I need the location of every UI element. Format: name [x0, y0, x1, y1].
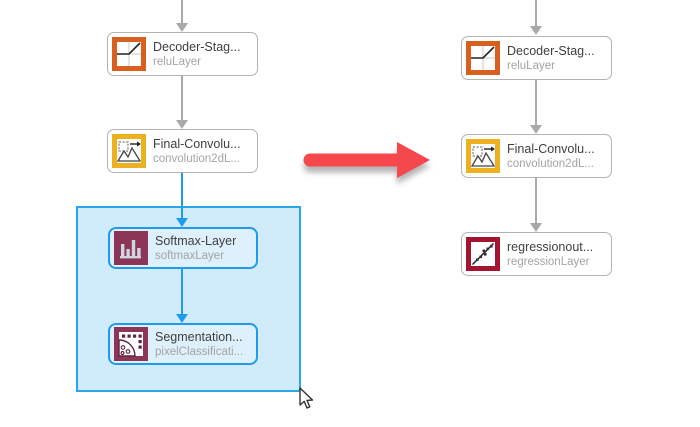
edge-into-decoder-right[interactable]	[535, 0, 537, 27]
layer-node-decoder-relu-right[interactable]: Decoder-Stag... reluLayer	[461, 36, 612, 80]
arrowhead-icon	[176, 218, 188, 227]
layer-node-decoder-relu-left[interactable]: Decoder-Stag... reluLayer	[107, 32, 258, 76]
layer-type: convolution2dL...	[507, 157, 594, 170]
edge-decoder-to-conv-left[interactable]	[181, 76, 183, 121]
arrowhead-icon	[530, 223, 542, 232]
layer-type: softmaxLayer	[155, 249, 225, 262]
mouse-cursor-icon	[295, 385, 315, 416]
layer-node-segmentation[interactable]: Segmentation... pixelClassificati...	[108, 323, 258, 365]
layer-title: Decoder-Stag...	[153, 39, 241, 54]
layer-title: regressionout...	[507, 239, 594, 254]
layer-title: Decoder-Stag...	[507, 43, 595, 58]
arrowhead-icon	[176, 314, 188, 323]
layer-node-softmax[interactable]: Softmax-Layer softmaxLayer	[108, 227, 258, 269]
edge-into-decoder-left[interactable]	[181, 0, 183, 24]
arrowhead-icon	[530, 125, 542, 134]
layer-node-final-convolution-right[interactable]: Final-Convolu... convolution2dL...	[461, 134, 612, 178]
layer-title: Final-Convolu...	[507, 141, 595, 156]
relu-icon	[112, 37, 146, 71]
layer-type: reluLayer	[153, 55, 201, 68]
regression-icon	[466, 237, 500, 271]
annotation-arrow-icon	[298, 132, 438, 197]
arrowhead-icon	[530, 26, 542, 35]
edge-conv-to-regression-right[interactable]	[535, 178, 537, 224]
layer-title: Segmentation...	[155, 329, 243, 344]
layer-type: reluLayer	[507, 59, 555, 72]
layer-type: pixelClassificati...	[155, 345, 244, 358]
relu-icon	[466, 41, 500, 75]
layer-node-regression-output[interactable]: regressionout... regressionLayer	[461, 232, 612, 276]
layer-title: Final-Convolu...	[153, 136, 241, 151]
edge-conv-to-softmax-selected[interactable]	[181, 173, 183, 219]
pixel-classification-icon	[114, 327, 148, 361]
convolution2d-icon	[112, 134, 146, 168]
softmax-icon	[114, 231, 148, 265]
layer-type: convolution2dL...	[153, 152, 240, 165]
layer-type: regressionLayer	[507, 255, 590, 268]
edge-decoder-to-conv-right[interactable]	[535, 80, 537, 126]
edge-softmax-to-segmentation-selected[interactable]	[181, 269, 183, 315]
convolution2d-icon	[466, 139, 500, 173]
arrowhead-icon	[176, 120, 188, 129]
layer-node-final-convolution-left[interactable]: Final-Convolu... convolution2dL...	[107, 129, 258, 173]
arrowhead-icon	[176, 23, 188, 32]
layer-title: Softmax-Layer	[155, 233, 237, 248]
